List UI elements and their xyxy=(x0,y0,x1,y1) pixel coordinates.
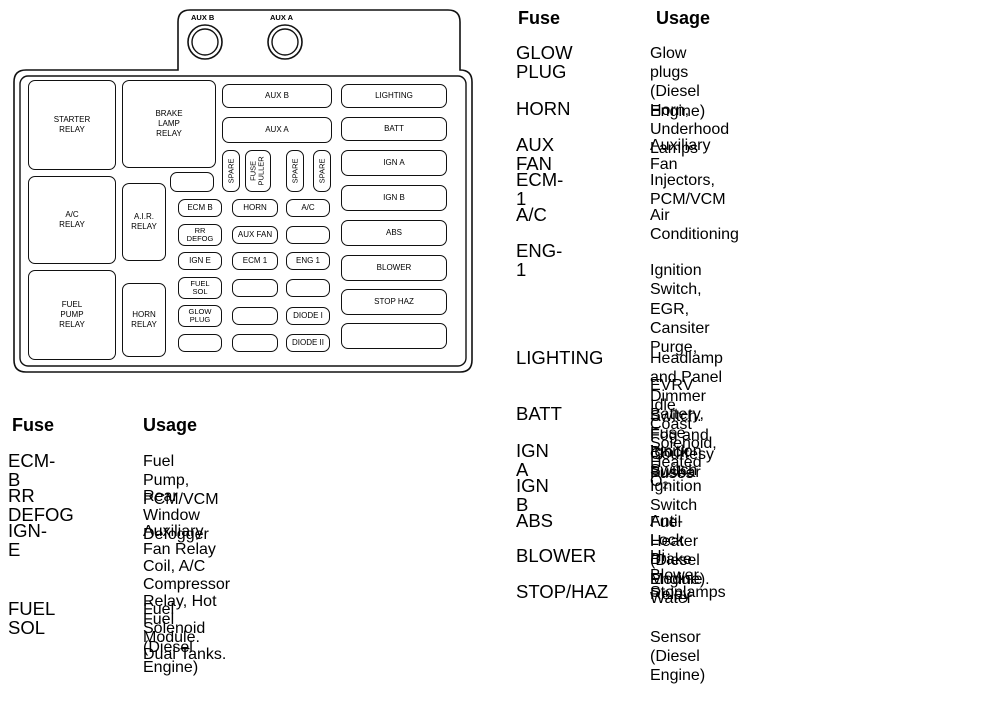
usage-line: EVRV Idle Coast Solenoid, Heated O2, xyxy=(650,377,717,492)
left-row-usage: Fuel Solenoid (Diesel Engine) xyxy=(143,601,206,676)
fuse-aux-a: AUX A xyxy=(222,117,332,143)
right-row-usage: Injectors, PCM/VCM xyxy=(650,172,726,209)
left-row-usage: Rear Window Defogger xyxy=(143,488,209,544)
left-table-fuse-header: Fuse xyxy=(12,415,55,435)
fuse-spare: SPARE xyxy=(313,150,331,192)
left-row-fuse: ECM-B xyxy=(8,450,56,490)
fuel-pump-relay: FUEL PUMP RELAY xyxy=(28,270,116,360)
right-row-fuse: A/C xyxy=(516,204,547,225)
right-row-fuse: BLOWER xyxy=(516,545,597,566)
right-row-fuse: LIGHTING xyxy=(516,347,604,368)
fuse-batt: BATT xyxy=(341,117,447,141)
aux-b-post-label: AUX B xyxy=(191,13,215,22)
fuse-puller: FUSE PULLER xyxy=(245,150,271,192)
brake-lamp-relay: BRAKE LAMP RELAY xyxy=(122,80,216,168)
right-row-usage: Ignition Switch xyxy=(650,478,702,515)
fuse-empty-slot xyxy=(232,334,278,352)
right-row-usage: Horn, Underhood Lamps xyxy=(650,102,730,158)
right-row-fuse: BATT xyxy=(516,403,562,424)
right-row-usage: Ignition Switch xyxy=(650,443,702,480)
right-row-usage: Stoplamps xyxy=(650,584,726,601)
fuse-empty-slot xyxy=(341,323,447,349)
right-row-fuse: IGN A xyxy=(516,440,549,480)
right-row-usage: Glow plugs (Diesel Engine) xyxy=(650,45,706,120)
horn-relay: HORN RELAY xyxy=(122,283,166,357)
usage-line: Fuel Heater (Diesel Engine). Water xyxy=(650,513,710,608)
fuse-blower: BLOWER xyxy=(341,255,447,281)
fuse-aux-fan: AUX FAN xyxy=(232,226,278,244)
right-row-usage: Air Conditioning xyxy=(650,207,739,244)
usage-line: Sensor (Diesel Engine) xyxy=(650,628,706,685)
fuse-ign-b: IGN B xyxy=(341,185,447,211)
aux-a-post-icon xyxy=(267,24,303,60)
right-table-usage-header: Usage xyxy=(656,8,711,28)
fuse-abs: ABS xyxy=(341,220,447,246)
fuse-empty-slot xyxy=(286,279,330,297)
right-table-fuse-header: Fuse xyxy=(518,8,561,28)
fuse-horn: HORN xyxy=(232,199,278,217)
fuse-empty-slot xyxy=(170,172,214,192)
right-row-usage: Battery, Fuse Block Busbar xyxy=(650,406,704,481)
fuse-glow-plug: GLOW PLUG xyxy=(178,305,222,327)
fuse-empty-slot xyxy=(232,307,278,325)
starter-relay: STARTER RELAY xyxy=(28,80,116,170)
left-row-usage: Auxiliary Fan Relay Coil, A/C Compressor… xyxy=(143,523,231,664)
fuse-diode-2: DIODE II xyxy=(286,334,330,352)
left-row-fuse: RR DEFOG xyxy=(8,485,74,525)
fuse-aux-b: AUX B xyxy=(222,84,332,108)
usage-line: Ignition Switch, EGR, Cansiter Purge, xyxy=(650,262,710,356)
fuse-lighting: LIGHTING xyxy=(341,84,447,108)
fuse-empty-slot xyxy=(232,279,278,297)
right-row-fuse: ABS xyxy=(516,510,554,531)
right-row-usage: Anti-Lock Brake Module xyxy=(650,513,703,588)
fuse-empty-slot xyxy=(286,226,330,244)
left-row-fuse: IGN-E xyxy=(8,520,48,560)
fuse-fuel-sol: FUEL SOL xyxy=(178,277,222,299)
left-table-usage-header: Usage xyxy=(143,415,198,435)
fuse-ign-a: IGN A xyxy=(341,150,447,176)
right-row-fuse: ENG-1 xyxy=(516,240,563,280)
right-row-fuse: STOP/HAZ xyxy=(516,581,609,602)
right-row-usage: Hi Blower Relay xyxy=(650,548,699,604)
left-row-usage: Fuel Pump, PCM/VCM xyxy=(143,453,219,509)
fuse-eng-1: ENG 1 xyxy=(286,252,330,270)
right-row-usage: Auxiliary Fan xyxy=(650,137,711,174)
right-row-fuse: ECM-1 xyxy=(516,169,564,209)
fuse-ign-e: IGN E xyxy=(178,252,222,270)
left-row-fuse: FUEL SOL xyxy=(8,598,55,638)
aux-a-post-label: AUX A xyxy=(270,13,294,22)
fuse-stop-haz: STOP HAZ xyxy=(341,289,447,315)
fuse-diode-1: DIODE I xyxy=(286,307,330,325)
fuse-ecm-1: ECM 1 xyxy=(232,252,278,270)
right-row-fuse: IGN B xyxy=(516,475,549,515)
fuse-ecm-b: ECM B xyxy=(178,199,222,217)
fuse-rr-defog: RR DEFOG xyxy=(178,224,222,246)
right-row-fuse: GLOW PLUG xyxy=(516,42,573,82)
right-row-fuse: AUX FAN xyxy=(516,134,555,174)
fuse-empty-slot xyxy=(178,334,222,352)
right-row-fuse: HORN xyxy=(516,98,571,119)
fuse-spare: SPARE xyxy=(222,150,240,192)
fuse-block-diagram: AUX B AUX A STARTER RELAY BRAKE LAMP REL… xyxy=(0,0,480,380)
fuse-spare: SPARE xyxy=(286,150,304,192)
fuse-ac: A/C xyxy=(286,199,330,217)
ac-relay: A/C RELAY xyxy=(28,176,116,264)
right-row-usage: Headlamp and Panel Dimmer Switch. Fog an… xyxy=(650,350,723,483)
air-relay: A.I.R. RELAY xyxy=(122,183,166,261)
aux-b-post-icon xyxy=(187,24,223,60)
